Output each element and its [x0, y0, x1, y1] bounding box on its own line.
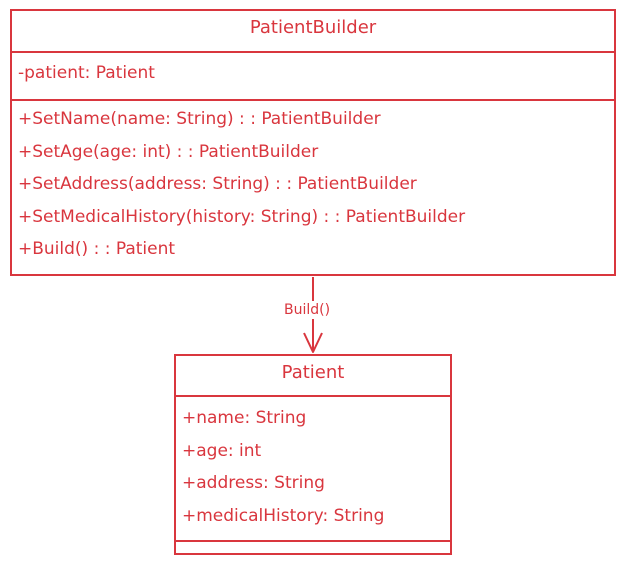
attribute-row: -patient: Patient — [18, 63, 155, 83]
method-row: +SetMedicalHistory(history: String) : : … — [18, 206, 466, 227]
method-row: +SetAge(age: int) : : PatientBuilder — [18, 141, 319, 162]
method-row: +Build() : : Patient — [18, 239, 176, 259]
patient-attributes: +name: String +age: int +address: String… — [176, 397, 450, 542]
method-row: +SetAddress(address: String) : : Patient… — [18, 174, 417, 194]
patient-builder-class: PatientBuilder -patient: Patient +SetNam… — [10, 9, 616, 276]
attribute-row: +name: String — [182, 408, 307, 428]
attribute-row: +address: String — [182, 473, 325, 493]
patient-class: Patient +name: String +age: int +address… — [174, 354, 452, 555]
patient-builder-attributes: -patient: Patient — [12, 53, 614, 101]
method-row: +SetName(name: String) : : PatientBuilde… — [18, 109, 381, 129]
relation-label: Build() — [282, 301, 333, 319]
patient-builder-class-name: PatientBuilder — [12, 11, 614, 53]
patient-builder-methods: +SetName(name: String) : : PatientBuilde… — [12, 101, 614, 266]
patient-class-name: Patient — [176, 356, 450, 397]
relation-arrowhead — [303, 332, 323, 353]
attribute-row: +age: int — [182, 440, 262, 461]
attribute-row: +medicalHistory: String — [182, 505, 385, 526]
